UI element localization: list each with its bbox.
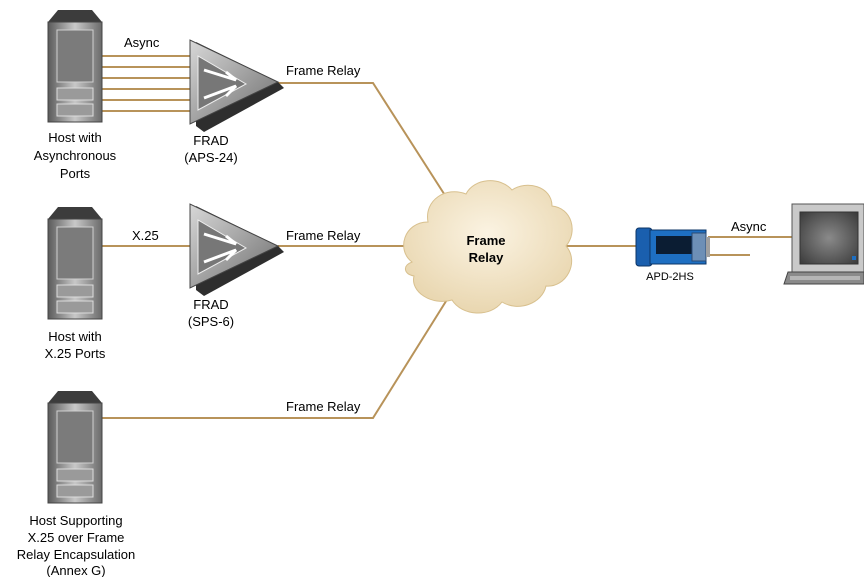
server-icon xyxy=(47,391,103,504)
server-icon xyxy=(47,10,103,123)
frad-1-label-line-2: (APS-24) xyxy=(184,150,237,165)
async-label-right: Async xyxy=(731,219,767,234)
host-1-label-line-1: Host with xyxy=(48,130,101,145)
modem-icon xyxy=(635,227,710,267)
cloud-icon xyxy=(403,180,573,314)
frad-icon xyxy=(189,39,284,132)
frad-1-label-line-1: FRAD xyxy=(193,133,228,148)
cloud-label-line-2: Relay xyxy=(469,250,504,265)
frame-relay-label-3: Frame Relay xyxy=(286,399,361,414)
links xyxy=(100,55,800,419)
async-label-top: Async xyxy=(124,35,160,50)
x25-label: X.25 xyxy=(132,228,159,243)
frame-relay-label-1: Frame Relay xyxy=(286,63,361,78)
cloud-label-line-1: Frame xyxy=(466,233,505,248)
device-label: APD-2HS xyxy=(646,271,694,283)
frad-2-label-line-2: (SPS-6) xyxy=(188,314,234,329)
host-3-label-line-2: X.25 over Frame xyxy=(28,530,125,545)
host-2-label-line-1: Host with xyxy=(48,329,101,344)
host-1-label-line-2: Asynchronous xyxy=(34,148,117,163)
frame-relay-link-3 xyxy=(100,297,449,419)
frad-2-label-line-1: FRAD xyxy=(193,297,228,312)
computer-icon xyxy=(783,203,864,285)
host-3-label-line-3: Relay Encapsulation xyxy=(17,547,136,562)
host-3-label-line-1: Host Supporting xyxy=(29,513,122,528)
frame-relay-link-1 xyxy=(278,82,449,201)
host-1-label-line-3: Ports xyxy=(60,166,91,181)
frame-relay-label-2: Frame Relay xyxy=(286,228,361,243)
frad-icon xyxy=(189,203,284,296)
server-icon xyxy=(47,207,103,320)
host-2-label-line-2: X.25 Ports xyxy=(45,346,106,361)
host-3-label-line-4: (Annex G) xyxy=(46,563,105,577)
